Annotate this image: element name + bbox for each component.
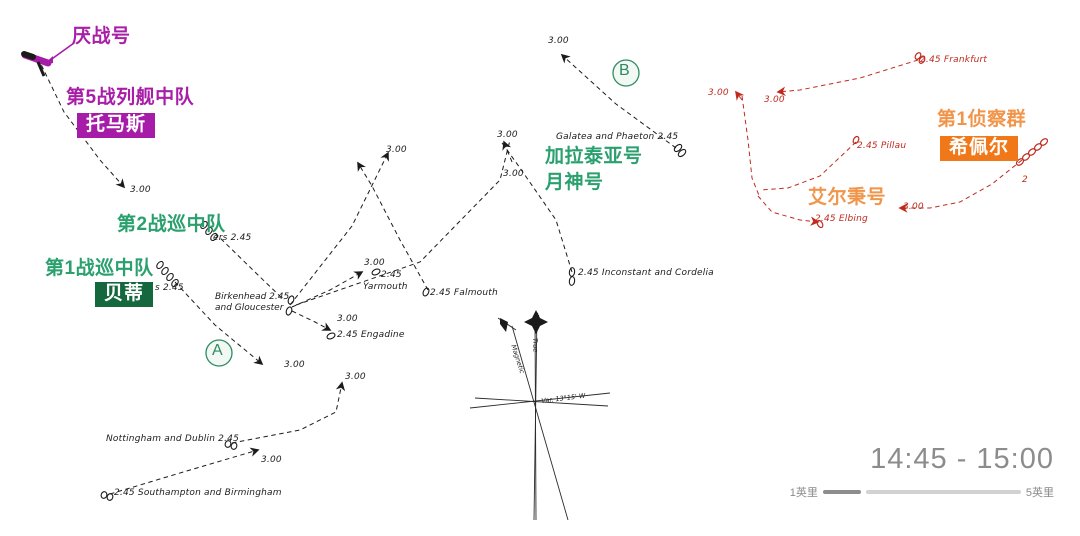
ann-yarmouth: Yarmouth <box>363 282 408 292</box>
bcs1-squadron-label: 第1战巡中队 <box>45 258 154 279</box>
ann-galatea-arrow-time: 3.00 <box>548 36 569 46</box>
waypoint-a-label: A <box>212 342 223 359</box>
track-birkenhead-engadine <box>291 310 332 331</box>
warspite-callout-arrow <box>44 42 75 64</box>
compass-north-line <box>533 312 538 521</box>
compass-true-label: True <box>531 337 540 353</box>
track-bcs1 <box>174 281 264 366</box>
ann-warspite-time: 3.00 <box>130 185 151 195</box>
track-hipper <box>898 159 1023 213</box>
circle-b <box>612 59 640 87</box>
warspite-commander-box: 托马斯 <box>77 113 156 138</box>
track-birkenhead-ne <box>289 151 389 306</box>
waypoint-b-label: B <box>619 62 630 79</box>
ann-southampton-arrow-time: 3.00 <box>261 455 282 465</box>
ann-hipper-ships-time: 2 <box>1022 175 1028 185</box>
scale-bar-filled <box>822 490 861 494</box>
compass-magnetic-line <box>511 325 569 521</box>
ann-yarmouth-time: 2.45 <box>381 270 402 280</box>
ship-yarmouth <box>371 268 381 276</box>
ann-pillau: 2.45 Pillau <box>857 141 907 151</box>
ship-chain-hipper <box>1015 138 1049 166</box>
track-elbing <box>757 195 820 226</box>
ann-falmouth-arrow-time: 3.00 <box>497 130 518 140</box>
ship-chain-bcs2 <box>200 220 218 242</box>
hipper-commander-box: 希佩尔 <box>940 136 1019 161</box>
bcs1-commander-box: 贝蒂 <box>95 282 154 307</box>
scale-bar: 1英里 5英里 <box>790 484 1054 500</box>
ann-galatea: Galatea and Phaeton 2.45 <box>556 132 679 142</box>
ship-birkenhead <box>285 295 295 316</box>
scouting-group-label: 第1侦察群 <box>937 109 1027 130</box>
ship-inconstant <box>568 267 576 286</box>
ann-birkenhead-l1: Birkenhead 2.45 <box>215 292 290 302</box>
ship-warspite <box>21 51 52 77</box>
ann-birkenhead: Birkenhead 2.45 and Gloucester <box>215 292 289 315</box>
ship-chain-bcs1 <box>156 260 179 288</box>
waypoint-markers <box>205 59 640 367</box>
track-galatea <box>560 53 677 149</box>
british-tracks <box>37 53 677 495</box>
ann-elbing: 2.45 Elbing <box>815 214 868 224</box>
time-range-display: 14:45 - 15:00 <box>870 443 1054 475</box>
ann-lion-arrow-time: 3.00 <box>503 169 524 179</box>
compass-horizontal2 <box>474 397 609 407</box>
bcs2-squadron-label: 第2战巡中队 <box>117 214 226 235</box>
track-inconstant <box>499 139 573 273</box>
ann-nottingham: Nottingham and Dublin 2.45 <box>106 434 240 444</box>
galatea-cn-label: 加拉泰亚号 <box>545 146 643 167</box>
scale-max-label: 5英里 <box>1025 487 1054 499</box>
compass-horizontal <box>469 392 611 409</box>
ann-southampton: 2.45 Southampton and Birmingham <box>114 488 282 498</box>
ship-galatea <box>673 143 687 158</box>
ann-birkenhead-arrow-time: 3.00 <box>386 145 407 155</box>
ann-birkenhead-l2: and Gloucester <box>215 303 284 314</box>
german-tracks <box>741 59 1023 226</box>
track-nottingham <box>231 381 346 444</box>
ship-symbols-german <box>816 52 1049 229</box>
ann-circleA-arrow-time: 3.00 <box>284 360 305 370</box>
ship-pillau <box>852 135 860 145</box>
warspite-squadron-label: 第5战列舰中队 <box>66 87 195 108</box>
ann-yarmouth-arrow-time: 3.00 <box>364 258 385 268</box>
track-frankfurt <box>776 59 919 97</box>
track-birkenhead-yarmouth <box>291 271 364 308</box>
warspite-callout: 厌战号 <box>72 26 131 47</box>
phaeton-cn-label: 月神号 <box>545 172 604 193</box>
ship-frankfurt <box>914 52 926 64</box>
ann-falmouth: 2.45 Falmouth <box>430 288 498 298</box>
ship-elbing <box>816 219 824 229</box>
ship-engadine <box>326 332 336 340</box>
compass-star <box>524 310 548 334</box>
elbing-cn-label: 艾尔秉号 <box>808 187 887 208</box>
ann-left-arrow-time: 3.00 <box>708 88 729 98</box>
scale-min-label: 1英里 <box>789 487 818 499</box>
compass-rose <box>469 310 611 521</box>
circle-a <box>205 339 233 367</box>
track-left-column <box>741 95 761 199</box>
ann-engadine-arrow-time: 3.00 <box>337 314 358 324</box>
track-falmouth <box>357 161 429 291</box>
track-southampton <box>109 447 260 495</box>
ship-nottingham <box>224 440 238 450</box>
ann-nottingham-arrow-time: 3.00 <box>345 372 366 382</box>
track-pillau <box>759 141 857 191</box>
ann-bcs2-ships: ers 2.45 <box>213 233 252 243</box>
track-bcs2 <box>214 232 285 301</box>
ann-bcs1-ships: s 2.45 <box>155 283 184 293</box>
ann-engadine: 2.45 Engadine <box>337 330 405 340</box>
ship-southampton <box>100 491 114 501</box>
ann-frankfurt-arrow-time: 3.00 <box>764 95 785 105</box>
ann-inconstant: 2.45 Inconstant and Cordelia <box>578 268 714 278</box>
scale-bar-track <box>865 490 1021 494</box>
track-left-arrow <box>735 90 745 101</box>
ship-symbols-british <box>100 143 687 501</box>
track-birkenhead-lion <box>295 139 511 306</box>
ann-elbing-arrow-time: 3.00 <box>903 202 924 212</box>
ship-falmouth <box>422 287 430 297</box>
compass-magnetic-arrow <box>500 318 508 332</box>
ann-frankfurt: 2.45 Frankfurt <box>920 55 988 65</box>
